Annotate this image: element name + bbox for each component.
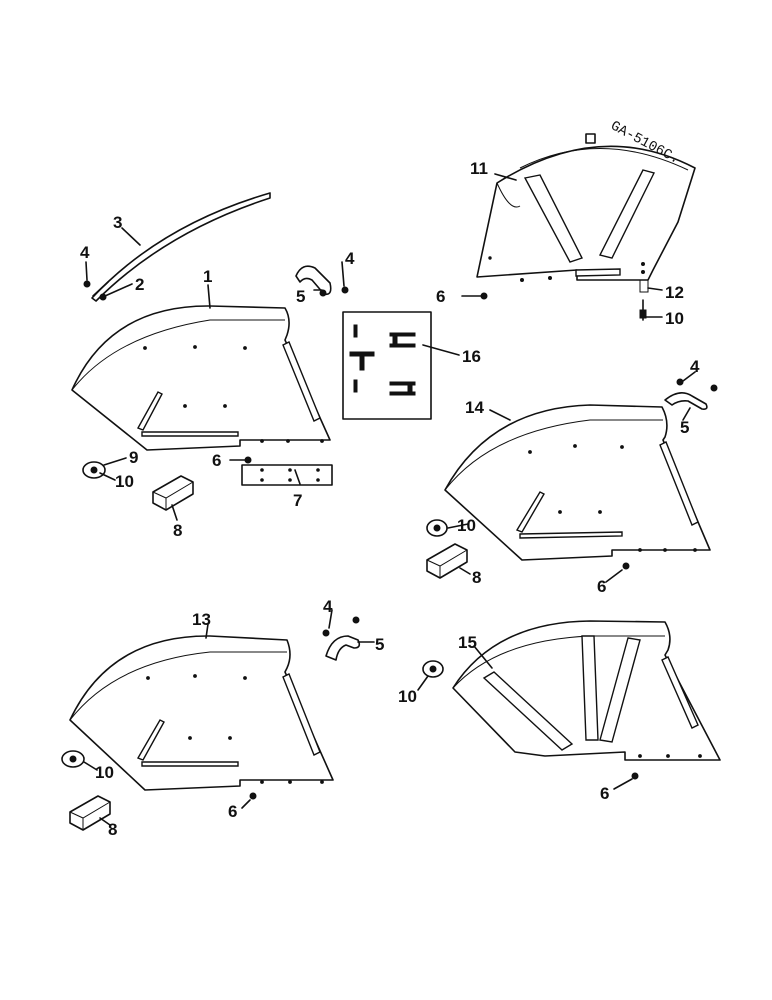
nut-10-middle — [426, 519, 448, 537]
callout-10: 10 — [457, 516, 476, 535]
bracket-5-top — [295, 265, 332, 296]
callout-6: 6 — [212, 451, 221, 470]
callout-11: 11 — [470, 159, 488, 178]
callout-5: 5 — [296, 287, 305, 306]
callout-7: 7 — [293, 491, 302, 510]
callout-10: 10 — [665, 309, 684, 328]
callouts: 1 2 3 4 4 5 11 6 12 10 16 9 10 6 7 8 14 … — [80, 159, 700, 839]
callout-4: 4 — [323, 597, 333, 616]
callout-8: 8 — [173, 521, 182, 540]
clip-9 — [82, 461, 106, 479]
callout-16: 16 — [462, 347, 481, 366]
nut-10-bottom-left — [61, 750, 85, 768]
fender-14 — [444, 404, 711, 561]
trim-strip-3 — [91, 192, 271, 302]
hardware-dots — [83, 280, 718, 800]
leader-lines — [83, 173, 696, 826]
callout-9: 9 — [129, 448, 138, 467]
callout-1: 1 — [203, 267, 212, 286]
callout-10: 10 — [115, 472, 134, 491]
callout-12: 12 — [665, 283, 684, 302]
callout-2: 2 — [135, 275, 144, 294]
callout-13: 13 — [192, 610, 211, 629]
bracket-5-bottom — [325, 635, 361, 661]
callout-6: 6 — [228, 802, 237, 821]
callout-4: 4 — [690, 357, 700, 376]
fender-1 — [71, 305, 331, 451]
callout-4: 4 — [345, 249, 355, 268]
plate-7 — [241, 464, 333, 486]
callout-14: 14 — [465, 398, 484, 417]
fender-13 — [69, 635, 334, 791]
callout-10: 10 — [398, 687, 417, 706]
callout-5: 5 — [680, 418, 689, 437]
bolt-10-top-right — [639, 299, 647, 321]
callout-4: 4 — [80, 243, 90, 262]
fender-15 — [452, 620, 721, 761]
callout-15: 15 — [458, 633, 477, 652]
nut-10-bottom-right — [422, 660, 444, 678]
callout-6: 6 — [600, 784, 609, 803]
block-8-left — [152, 475, 194, 511]
bracket-5-right — [664, 392, 708, 410]
callout-6: 6 — [436, 287, 445, 306]
callout-3: 3 — [113, 213, 122, 232]
callout-5: 5 — [375, 635, 384, 654]
callout-8: 8 — [108, 820, 117, 839]
block-8-middle — [426, 543, 468, 579]
callout-6: 6 — [597, 577, 606, 596]
decal-sheet-16 — [342, 311, 432, 420]
trim-strip-2 — [92, 281, 109, 297]
fender-11 — [476, 133, 696, 293]
callout-10: 10 — [95, 763, 114, 782]
callout-8: 8 — [472, 568, 481, 587]
block-8-bottom — [69, 795, 111, 831]
